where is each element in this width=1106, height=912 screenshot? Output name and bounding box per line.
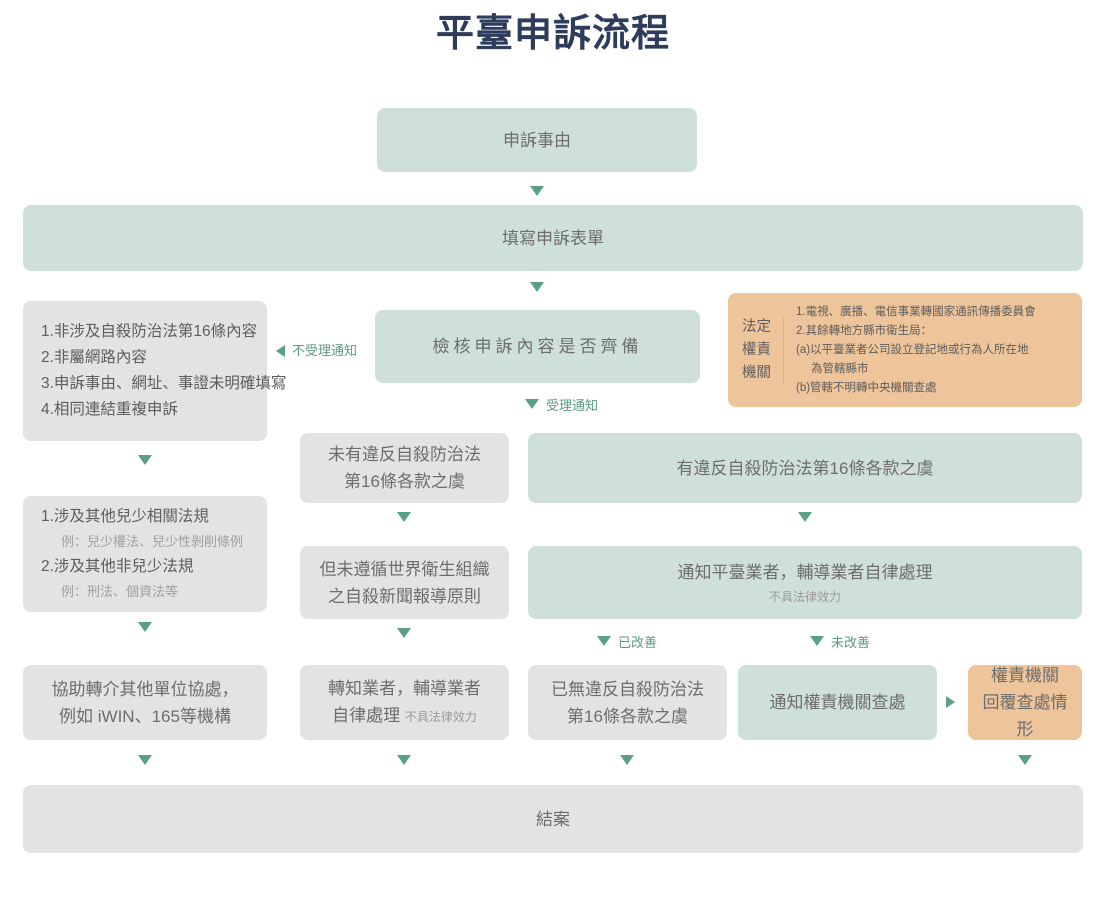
other-regulations-item: 2.涉及其他非兒少法規: [41, 558, 194, 575]
node-authority-reply[interactable]: 權責機關 回覆查處情形: [968, 665, 1082, 740]
arrow-inform-to-close: [397, 755, 411, 765]
reject-reason-item: 4.相同連結重複申訴: [41, 401, 178, 418]
arrow-not-improved: [810, 636, 824, 646]
other-regulations-example: 例：刑法、個資法等: [61, 584, 179, 599]
node-violation-resolved-line: 第16條各款之虞: [567, 706, 688, 726]
node-inform-operator-sub: 不具法律效力: [404, 709, 477, 724]
node-review-completeness[interactable]: 檢核申訴內容是否齊備: [375, 310, 700, 383]
reject-reason-item: 1.非涉及自殺防治法第16條內容: [41, 323, 258, 340]
legal-authority-label: 法定 權責 機關: [742, 315, 784, 385]
node-has-violation[interactable]: 有違反自殺防治法第16條各款之虞: [528, 433, 1082, 503]
legal-authority-body-line: 為管轄縣市: [811, 362, 869, 375]
node-notify-competent-authority-label: 通知權責機關查處: [769, 693, 906, 712]
legal-authority-label-line: 法定: [742, 318, 771, 335]
legal-authority-body-line: (b)管轄不明轉中央機關查處: [796, 381, 937, 394]
edge-label-not-improved: 未改善: [831, 635, 871, 650]
node-case-closed[interactable]: 結案: [23, 785, 1083, 853]
arrow-to-authority-reply: [946, 696, 955, 708]
node-notify-platform-label: 通知平臺業者，輔導業者自律處理: [677, 563, 933, 582]
reject-reason-item: 3.申訴事由、網址、事證未明確填寫: [41, 375, 287, 392]
node-fill-form[interactable]: 填寫申訴表單: [23, 205, 1083, 271]
node-authority-reply-line: 權責機關: [991, 666, 1059, 685]
arrow-other-laws-down: [138, 622, 152, 632]
legal-authority-body: 1.電視、廣播、電信事業轉國家通訊傳播委員會 2.其餘轉地方縣市衛生局： (a)…: [784, 303, 1036, 398]
arrow-authority-reply-to-close: [1018, 755, 1032, 765]
arrow-refer-to-close: [138, 755, 152, 765]
legal-authority-body-line: 1.電視、廣播、電信事業轉國家通訊傳播委員會: [796, 305, 1036, 318]
arrow-accept-notice: [525, 399, 539, 409]
arrow-form-to-check: [530, 282, 544, 292]
arrow-no-violation-down: [397, 512, 411, 522]
arrow-reject-to-other-laws: [138, 455, 152, 465]
node-complaint-reason[interactable]: 申訴事由: [377, 108, 697, 172]
node-refer-other-units-line: 例如 iWIN、165等機構: [59, 706, 231, 726]
reject-reason-item: 2.非屬網路內容: [41, 349, 147, 366]
node-no-violation-line: 未有違反自殺防治法: [328, 445, 481, 464]
legal-authority-body-line: (a)以平臺業者公司設立登記地或行為人所在地: [796, 343, 1029, 356]
node-review-completeness-label: 檢核申訴內容是否齊備: [432, 337, 643, 356]
node-legal-authority[interactable]: 法定 權責 機關 1.電視、廣播、電信事業轉國家通訊傳播委員會 2.其餘轉地方縣…: [728, 293, 1082, 407]
node-other-regulations[interactable]: 1.涉及其他兒少相關法規 例：兒少權法、兒少性剝削條例 2.涉及其他非兒少法規 …: [23, 496, 267, 612]
node-not-follow-who-line: 之自殺新聞報導原則: [328, 586, 481, 606]
legal-authority-label-line: 權責: [742, 341, 771, 358]
node-notify-platform-operator[interactable]: 通知平臺業者，輔導業者自律處理 不具法律效力: [528, 546, 1082, 619]
node-inform-operator[interactable]: 轉知業者，輔導業者 自律處理 不具法律效力: [300, 665, 509, 740]
edge-label-improved: 已改善: [618, 635, 658, 650]
node-not-follow-who-principles[interactable]: 但未遵循世界衛生組織 之自殺新聞報導原則: [300, 546, 509, 619]
arrow-not-follow-who-down: [397, 628, 411, 638]
node-authority-reply-line: 回覆查處情形: [982, 693, 1068, 739]
other-regulations-example: 例：兒少權法、兒少性剝削條例: [61, 534, 244, 549]
node-case-closed-label: 結案: [536, 809, 570, 829]
node-notify-platform-sub: 不具法律效力: [768, 590, 841, 604]
node-refer-other-units[interactable]: 協助轉介其他單位協處， 例如 iWIN、165等機構: [23, 665, 267, 740]
node-reject-reasons[interactable]: 1.非涉及自殺防治法第16條內容 2.非屬網路內容 3.申訴事由、網址、事證未明…: [23, 301, 286, 441]
node-violation-resolved-line: 已無違反自殺防治法: [551, 679, 704, 699]
edge-label-accept-notice: 受理通知: [546, 398, 599, 413]
arrow-has-violation-down: [798, 512, 812, 522]
other-regulations-item: 1.涉及其他兒少相關法規: [41, 508, 209, 525]
node-not-follow-who-line: 但未遵循世界衛生組織: [319, 559, 490, 579]
node-refer-other-units-line: 協助轉介其他單位協處，: [51, 679, 239, 699]
legal-authority-label-line: 機關: [742, 364, 771, 381]
page-title: 平臺申訴流程: [435, 13, 670, 55]
arrow-improved: [597, 636, 611, 646]
node-no-violation[interactable]: 未有違反自殺防治法 第16條各款之虞: [300, 433, 509, 503]
node-complaint-reason-label: 申訴事由: [503, 130, 571, 150]
node-notify-competent-authority[interactable]: 通知權責機關查處: [738, 665, 937, 740]
node-violation-resolved[interactable]: 已無違反自殺防治法 第16條各款之虞: [528, 665, 727, 740]
node-has-violation-label: 有違反自殺防治法第16條各款之虞: [676, 458, 934, 478]
arrow-reason-to-form: [530, 186, 544, 196]
arrow-resolved-to-close: [620, 755, 634, 765]
legal-authority-body-line: 2.其餘轉地方縣市衛生局：: [796, 324, 933, 337]
edge-label-reject-notice: 不受理通知: [292, 343, 358, 358]
arrow-reject-notice: [276, 345, 285, 357]
node-inform-operator-line2: 自律處理 不具法律效力: [332, 702, 477, 731]
node-inform-operator-line: 轉知業者，輔導業者: [328, 678, 481, 698]
node-no-violation-line: 第16條各款之虞: [344, 472, 465, 491]
node-fill-form-label: 填寫申訴表單: [502, 228, 604, 248]
node-inform-operator-line-text: 自律處理: [332, 705, 401, 725]
